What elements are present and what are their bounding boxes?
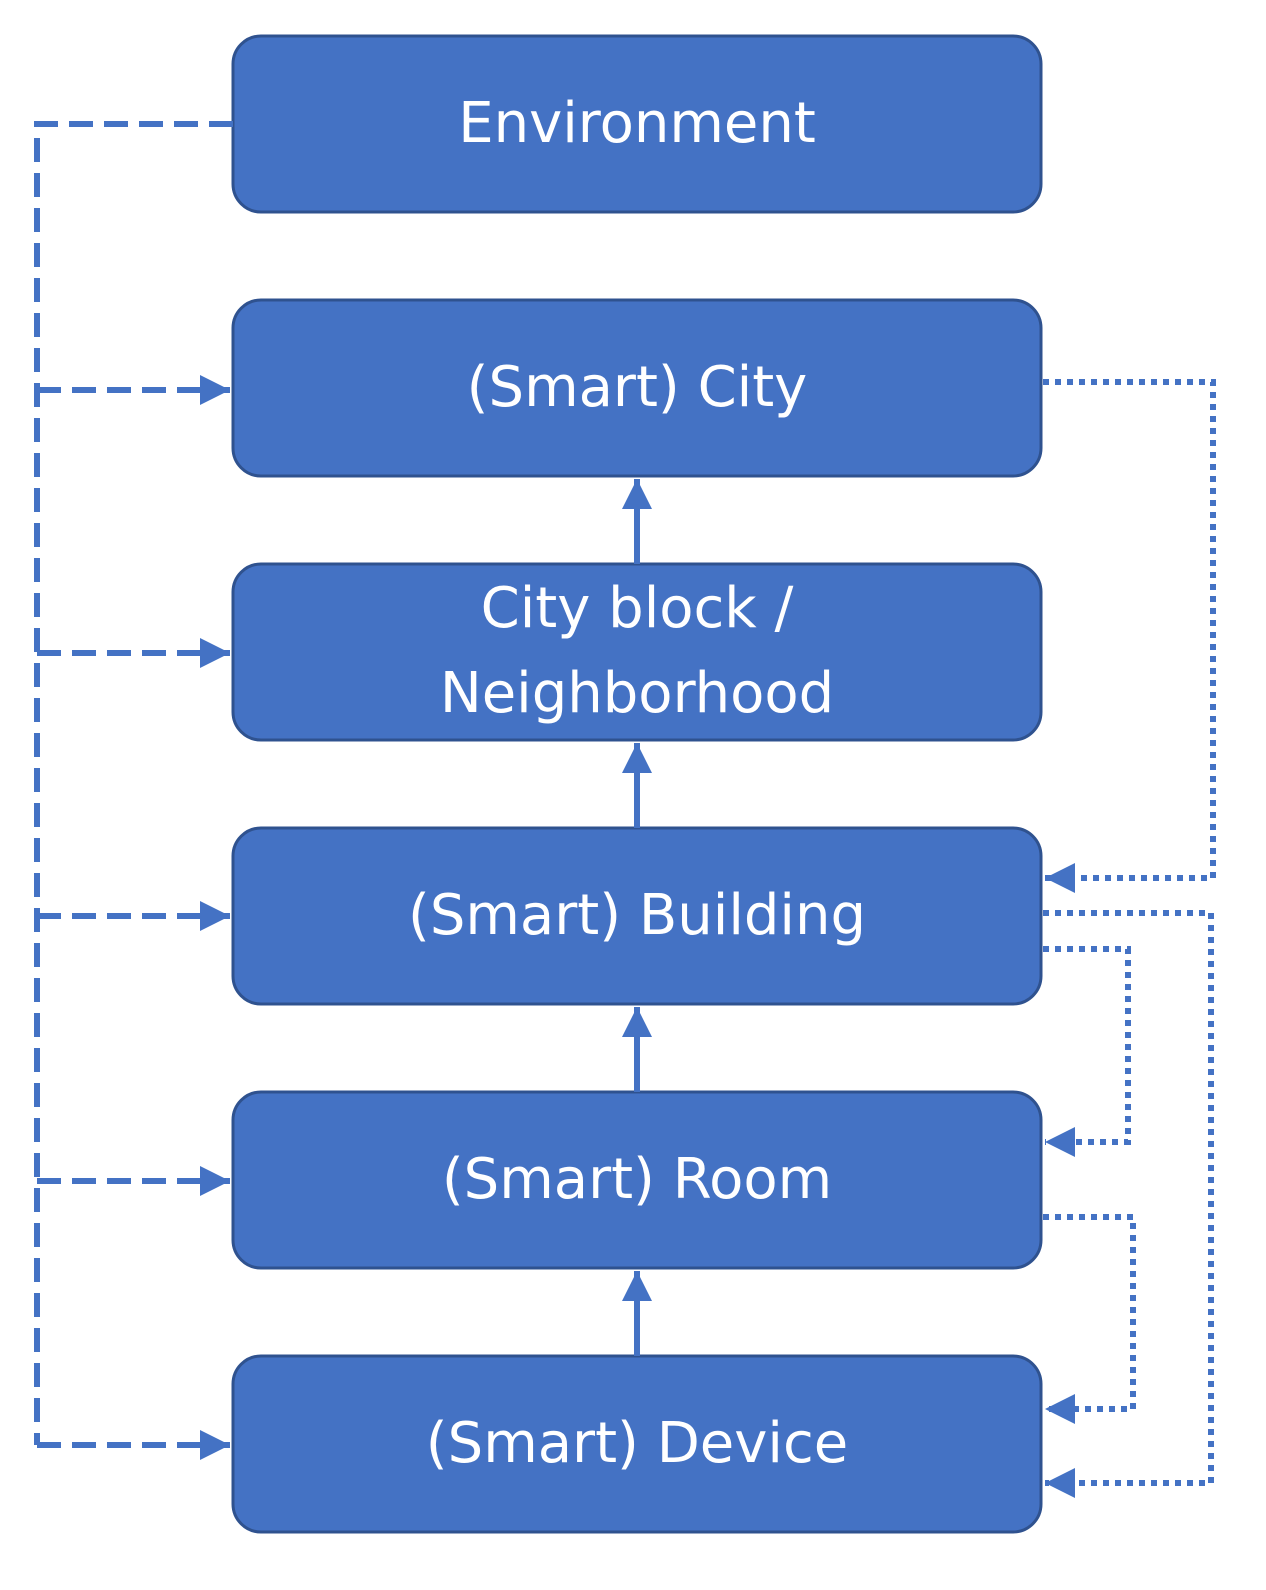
node-room: (Smart) Room (231, 1090, 1043, 1270)
node-city-block-label-line1: City block / (481, 576, 794, 641)
node-environment-label: Environment (458, 91, 816, 156)
dotted-room-to-device (1043, 1214, 1136, 1424)
node-city-label: (Smart) City (467, 355, 808, 420)
dotted-building-to-device (1043, 910, 1214, 1498)
node-device: (Smart) Device (231, 1354, 1043, 1534)
dotted-city-to-building (1043, 379, 1216, 893)
node-device-label: (Smart) Device (426, 1411, 848, 1476)
node-city: (Smart) City (231, 298, 1043, 478)
node-room-label: (Smart) Room (442, 1147, 832, 1212)
environment-connectors (34, 121, 233, 1460)
node-city-block: City block / Neighborhood (231, 562, 1043, 742)
node-city-block-label-line2: Neighborhood (440, 661, 834, 726)
node-building-label: (Smart) Building (408, 883, 866, 948)
dashed-trunk (34, 121, 233, 1445)
dotted-connectors (1043, 379, 1216, 1498)
node-building: (Smart) Building (231, 826, 1043, 1006)
node-environment: Environment (231, 34, 1043, 214)
dotted-building-to-room (1043, 946, 1131, 1157)
